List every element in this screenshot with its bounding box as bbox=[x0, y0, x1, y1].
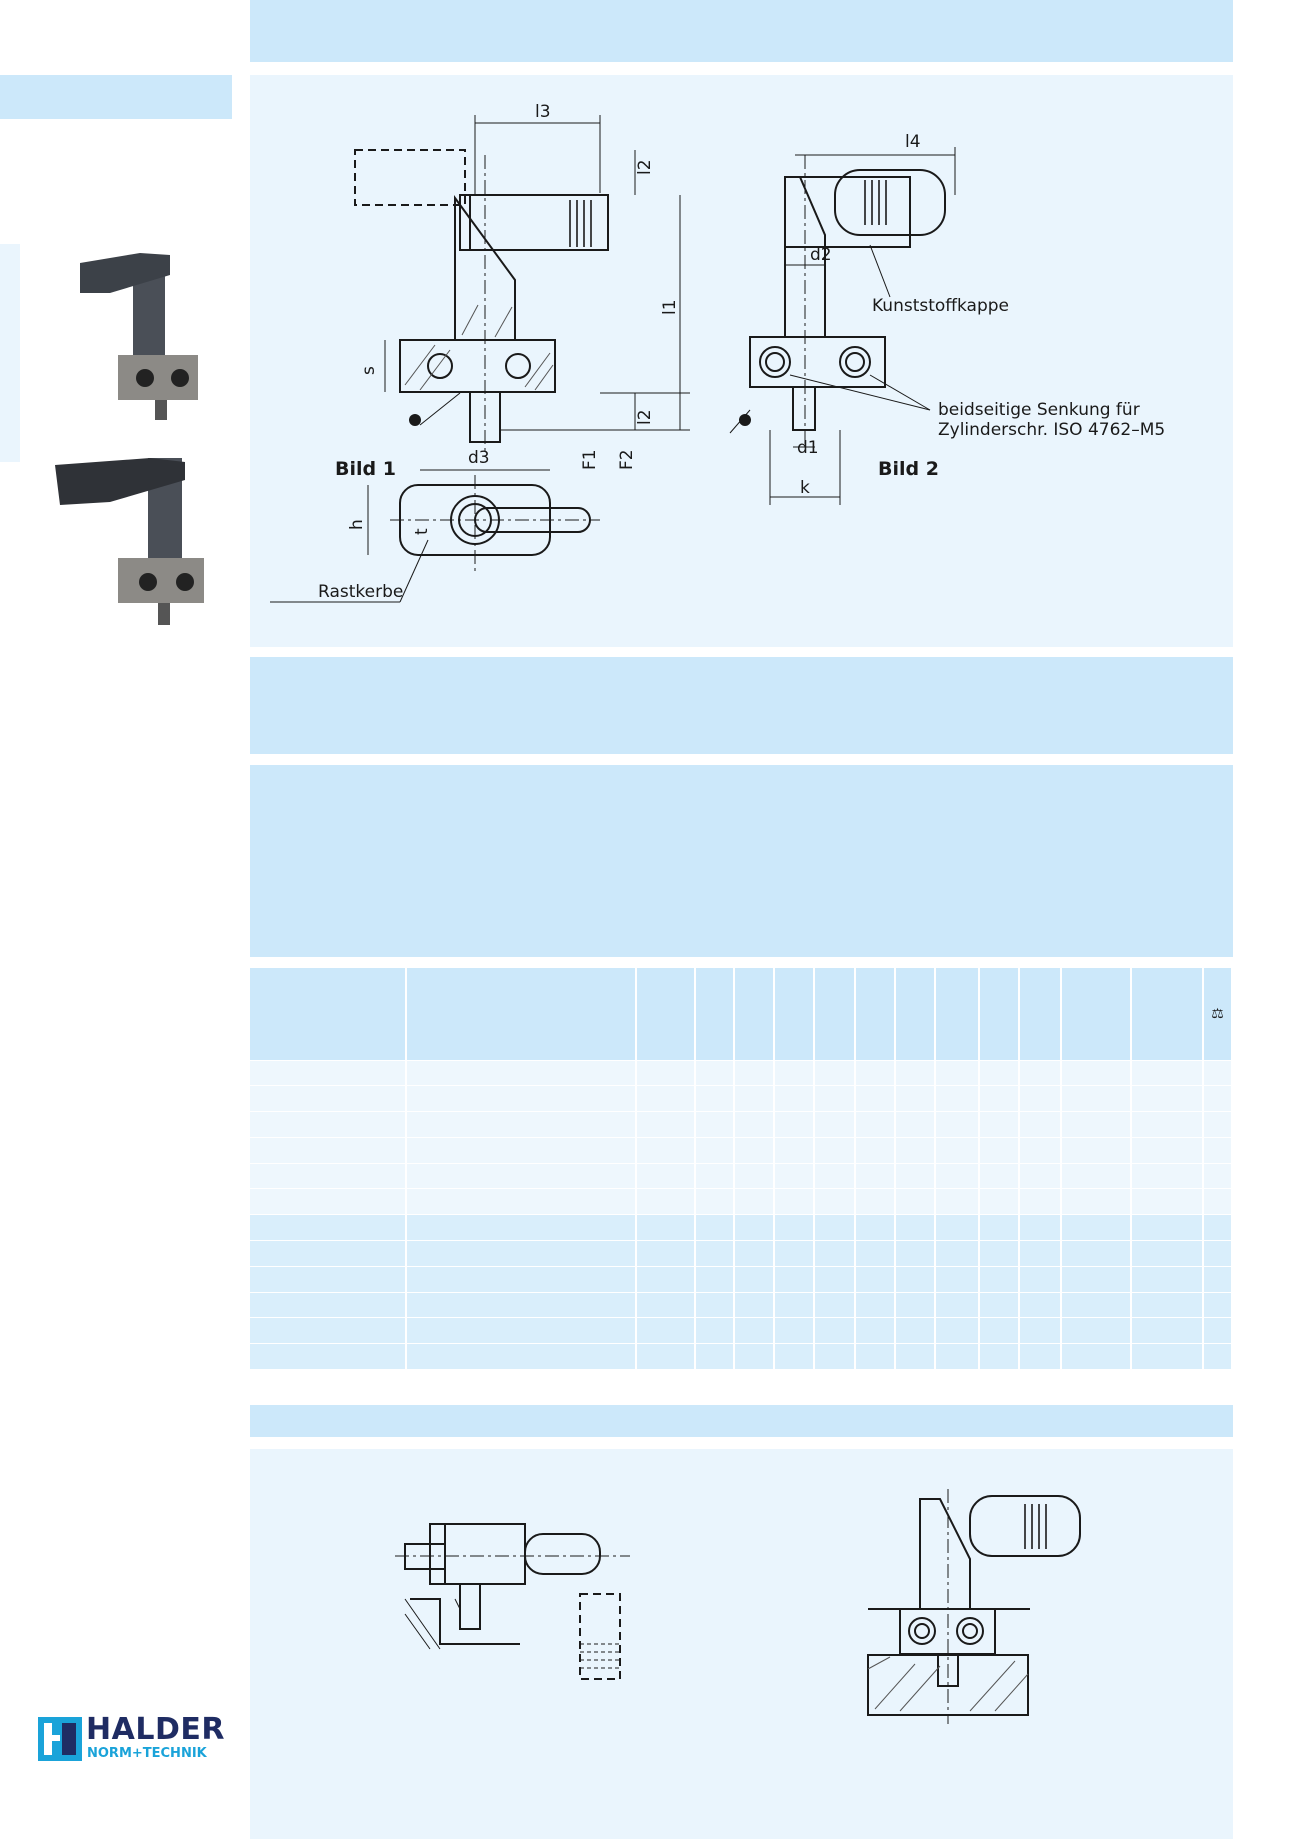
senkung-label-1: beidseitige Senkung für bbox=[938, 400, 1140, 420]
dim-l1: l1 bbox=[660, 299, 680, 315]
surface-symbol-icon bbox=[739, 414, 751, 426]
dim-k: k bbox=[800, 478, 810, 498]
logo-brand: HALDER bbox=[86, 1712, 225, 1747]
weight-icon: ⚖ bbox=[1203, 968, 1233, 1061]
dim-l2-top: l2 bbox=[635, 159, 655, 175]
halder-logo: HALDER NORM+TECHNIK bbox=[38, 1713, 234, 1763]
description-band bbox=[250, 657, 1233, 754]
product-photo-1 bbox=[80, 253, 198, 420]
header-band bbox=[250, 0, 1233, 62]
dim-d3: d3 bbox=[468, 448, 490, 468]
logo-tagline: NORM+TECHNIK bbox=[87, 1746, 207, 1761]
spec-table: ⚖ bbox=[250, 968, 1233, 1370]
dim-d2: d2 bbox=[810, 245, 832, 265]
sidebar-strip bbox=[0, 244, 20, 462]
halder-logo-icon bbox=[38, 1717, 82, 1761]
dim-d1: d1 bbox=[797, 438, 819, 458]
dim-F2: F2 bbox=[617, 449, 637, 470]
dim-t: t bbox=[412, 528, 432, 535]
info-band bbox=[250, 765, 1233, 957]
dim-l3: l3 bbox=[535, 102, 551, 122]
technical-drawing: l3 l2 l1 s l2 F1 F2 d3 Bild 1 h t Rastke… bbox=[270, 102, 1165, 603]
bild-2-label: Bild 2 bbox=[878, 458, 939, 480]
dim-l2-bottom: l2 bbox=[635, 409, 655, 425]
senkung-label-2: Zylinderschr. ISO 4762–M5 bbox=[938, 420, 1165, 440]
dim-h: h bbox=[347, 519, 367, 530]
application-drawing bbox=[395, 1489, 1081, 1724]
sidebar-tab bbox=[0, 75, 232, 119]
surface-symbol-icon bbox=[409, 414, 421, 426]
bild-1-label: Bild 1 bbox=[335, 458, 396, 480]
kunststoffkappe-label: Kunststoffkappe bbox=[872, 296, 1009, 316]
dim-s: s bbox=[359, 366, 379, 375]
dim-l4: l4 bbox=[905, 132, 921, 152]
product-photo-2 bbox=[55, 458, 204, 625]
drawing-panel bbox=[250, 75, 1233, 647]
dim-F1: F1 bbox=[580, 449, 600, 470]
application-panel bbox=[250, 1449, 1233, 1839]
rastkerbe-label: Rastkerbe bbox=[318, 582, 403, 602]
application-title-band bbox=[250, 1405, 1233, 1437]
